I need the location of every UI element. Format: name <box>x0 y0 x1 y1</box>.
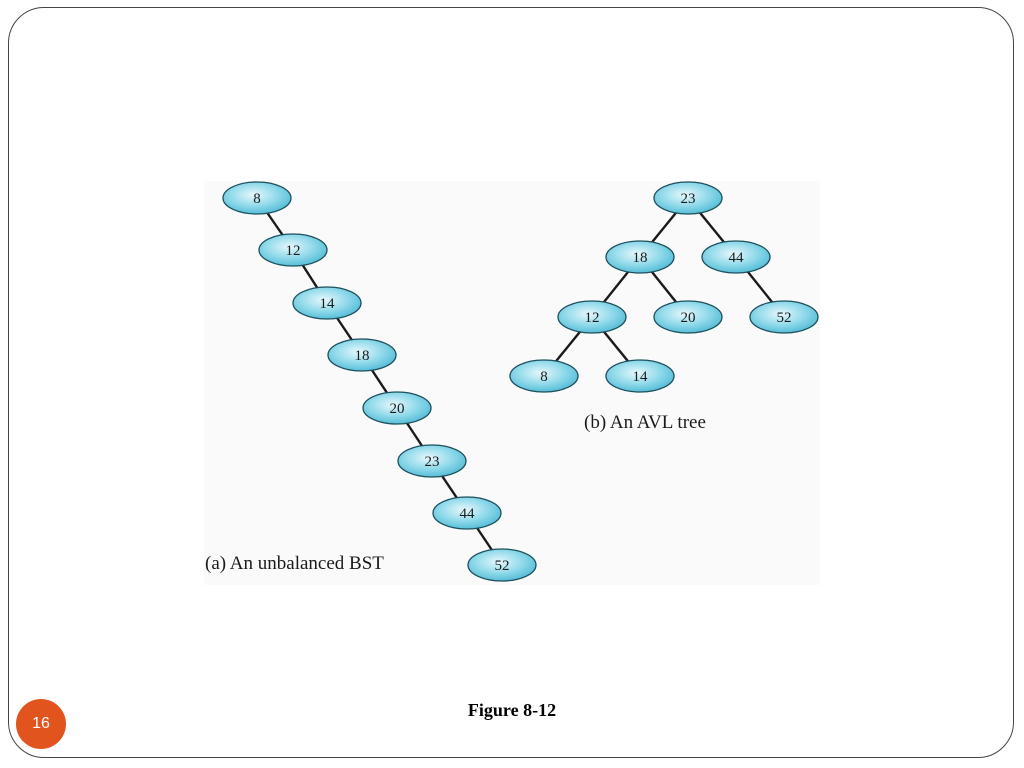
unbalanced-bst-node-ellipse <box>467 548 537 582</box>
avl-tree-node-44: 44 <box>701 240 771 274</box>
unbalanced-bst-node-label: 8 <box>253 191 261 207</box>
caption-unbalanced-bst: (a) An unbalanced BST <box>205 553 384 574</box>
page-number-badge: 16 <box>16 699 66 749</box>
unbalanced-bst-node-label: 44 <box>460 506 476 522</box>
unbalanced-bst-node-ellipse <box>432 496 502 530</box>
unbalanced-bst-node-52: 52 <box>467 548 537 582</box>
unbalanced-bst-node-18: 18 <box>327 338 397 372</box>
unbalanced-bst-node-label: 14 <box>320 296 336 312</box>
unbalanced-bst-node-ellipse <box>222 181 292 215</box>
avl-tree-node-label: 18 <box>633 250 648 266</box>
avl-tree-node-ellipse <box>653 300 723 334</box>
nodes-layer: 8 12 14 18 20 23 44 52 23 18 44 12 20 52 8 14 <box>222 181 819 582</box>
unbalanced-bst-node-ellipse <box>292 286 362 320</box>
figure-title: Figure 8-12 <box>467 700 557 720</box>
avl-tree-node-ellipse <box>557 300 627 334</box>
unbalanced-bst-node-23: 23 <box>397 444 467 478</box>
avl-tree-node-label: 23 <box>681 191 696 207</box>
avl-tree-node-label: 20 <box>681 310 696 326</box>
avl-tree-node-18: 18 <box>605 240 675 274</box>
avl-tree-node-label: 8 <box>540 369 548 385</box>
avl-tree-node-ellipse <box>653 181 723 215</box>
unbalanced-bst-node-label: 20 <box>390 401 405 417</box>
unbalanced-bst-node-label: 12 <box>286 243 301 259</box>
avl-tree-node-23: 23 <box>653 181 723 215</box>
unbalanced-bst-node-label: 23 <box>425 454 440 470</box>
avl-tree-node-52: 52 <box>749 300 819 334</box>
avl-tree-node-14: 14 <box>605 359 675 393</box>
caption-avl-tree: (b) An AVL tree <box>584 412 706 433</box>
avl-tree-node-8: 8 <box>509 359 579 393</box>
unbalanced-bst-node-12: 12 <box>258 233 328 267</box>
avl-tree-node-label: 52 <box>777 310 792 326</box>
avl-tree-node-20: 20 <box>653 300 723 334</box>
unbalanced-bst-node-14: 14 <box>292 286 362 320</box>
unbalanced-bst-node-20: 20 <box>362 391 432 425</box>
unbalanced-bst-node-label: 52 <box>495 558 510 574</box>
unbalanced-bst-node-ellipse <box>362 391 432 425</box>
avl-tree-node-label: 14 <box>633 369 649 385</box>
unbalanced-bst-node-label: 18 <box>355 348 370 364</box>
avl-tree-node-label: 44 <box>729 250 745 266</box>
avl-tree-node-ellipse <box>509 359 579 393</box>
avl-tree-node-12: 12 <box>557 300 627 334</box>
avl-tree-node-ellipse <box>605 359 675 393</box>
unbalanced-bst-node-ellipse <box>258 233 328 267</box>
unbalanced-bst-node-ellipse <box>327 338 397 372</box>
unbalanced-bst-node-ellipse <box>397 444 467 478</box>
avl-tree-node-label: 12 <box>585 310 600 326</box>
avl-tree-node-ellipse <box>605 240 675 274</box>
avl-tree-node-ellipse <box>749 300 819 334</box>
unbalanced-bst-node-8: 8 <box>222 181 292 215</box>
unbalanced-bst-node-44: 44 <box>432 496 502 530</box>
avl-tree-node-ellipse <box>701 240 771 274</box>
